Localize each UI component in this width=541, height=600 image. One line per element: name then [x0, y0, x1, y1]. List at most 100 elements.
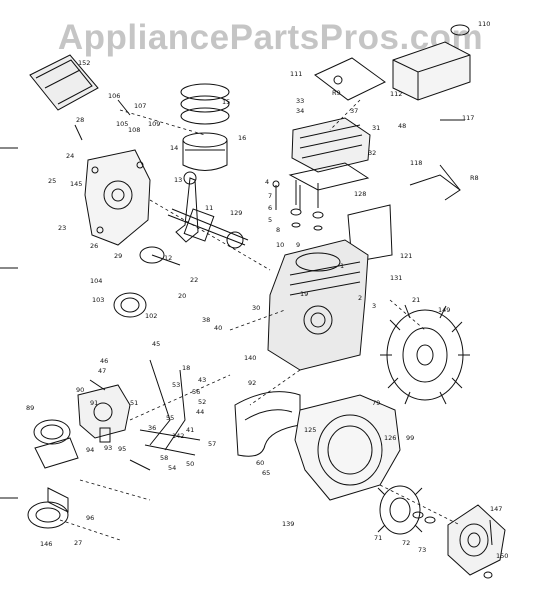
callout-21: 21 — [412, 296, 420, 304]
callout-13: 13 — [174, 176, 182, 184]
callout-45: 45 — [152, 340, 160, 348]
callout-41: 41 — [186, 426, 194, 434]
callout-65: 65 — [262, 469, 270, 477]
cylinder-head-part — [291, 117, 371, 173]
gear-cover-part — [234, 391, 301, 457]
callout-31: 31 — [372, 124, 380, 132]
governor-linkage-part — [139, 359, 201, 456]
callout-93: 93 — [104, 444, 112, 452]
callout-14: 14 — [170, 144, 178, 152]
washers-part — [412, 511, 493, 579]
callout-142: 142 — [172, 432, 184, 440]
connecting-rod-part — [175, 171, 199, 243]
callout-44: 44 — [196, 408, 204, 416]
callout-18: 18 — [182, 364, 190, 372]
callout-51: 51 — [130, 399, 138, 407]
dashed-leader-lines — [59, 99, 461, 541]
callout-52: 52 — [198, 398, 206, 406]
air-cleaner-plate-part — [34, 437, 79, 469]
callout-15: 15 — [222, 98, 230, 106]
callout-33: 33 — [296, 97, 304, 105]
callout-105: 105 — [116, 120, 128, 128]
callout-5: 5 — [268, 216, 272, 224]
callout-25: 25 — [48, 177, 56, 185]
air-filter-element-part — [27, 487, 69, 529]
callout-57: 57 — [208, 440, 216, 448]
callout-1: 1 — [340, 262, 344, 270]
callout-40: 40 — [214, 324, 222, 332]
carburetor-part — [77, 384, 131, 443]
callout-R8: R8 — [470, 174, 479, 182]
owners-manual-part — [29, 54, 99, 111]
piston-part — [182, 132, 228, 171]
callout-149: 149 — [438, 306, 450, 314]
muffler-bracket-part — [314, 57, 386, 101]
callout-24: 24 — [66, 152, 74, 160]
callout-11: 11 — [205, 204, 213, 212]
callout-55: 55 — [166, 414, 174, 422]
callout-89: 89 — [26, 404, 34, 412]
callout-20: 20 — [178, 292, 186, 300]
callout-118: 118 — [410, 159, 422, 167]
callout-107: 107 — [134, 102, 146, 110]
callout-26: 26 — [90, 242, 98, 250]
callout-91: 91 — [90, 399, 98, 407]
callout-53: 53 — [172, 381, 180, 389]
callout-72: 72 — [402, 539, 410, 547]
callout-29: 29 — [114, 252, 122, 260]
cam-gear-part — [139, 246, 181, 266]
callout-108: 108 — [128, 126, 140, 134]
callout-23: 23 — [58, 224, 66, 232]
callout-48: 48 — [398, 122, 406, 130]
callout-79: 79 — [372, 399, 380, 407]
callout-12: 12 — [164, 254, 172, 262]
muffler-part — [392, 24, 471, 101]
head-gasket-part — [288, 162, 370, 191]
callout-125: 125 — [304, 426, 316, 434]
bolts-part — [74, 99, 493, 546]
crankshaft-part — [167, 208, 249, 249]
callout-145: 145 — [70, 180, 82, 188]
crankcase-cover-part — [84, 149, 151, 246]
callout-34: 34 — [296, 107, 304, 115]
piston-rings-part — [180, 83, 230, 125]
callout-131: 131 — [390, 274, 402, 282]
callout-111: 111 — [290, 70, 302, 78]
callout-99: 99 — [406, 434, 414, 442]
callout-22: 22 — [190, 276, 198, 284]
callout-102: 102 — [145, 312, 157, 320]
callout-58: 58 — [160, 454, 168, 462]
callout-139: 139 — [282, 520, 294, 528]
callout-117: 117 — [462, 114, 474, 122]
callout-27: 27 — [74, 539, 82, 547]
recoil-starter-part — [447, 504, 506, 576]
air-cleaner-gasket-part — [33, 419, 71, 445]
callout-2: 2 — [358, 294, 362, 302]
callout-71: 71 — [374, 534, 382, 542]
callout-129: 129 — [230, 209, 242, 217]
callout-110: 110 — [478, 20, 490, 28]
callout-46: 46 — [100, 357, 108, 365]
callout-104: 104 — [90, 277, 102, 285]
callout-R9: R9 — [332, 89, 341, 97]
callout-50: 50 — [186, 460, 194, 468]
callout-109: 109 — [148, 120, 160, 128]
callout-147: 147 — [490, 505, 502, 513]
callout-56: 56 — [192, 388, 200, 396]
callout-37: 37 — [350, 107, 358, 115]
callout-94: 94 — [86, 446, 94, 454]
callout-112: 112 — [390, 90, 402, 98]
callout-32: 32 — [368, 149, 376, 157]
callout-9: 9 — [296, 241, 300, 249]
callout-6: 6 — [268, 204, 272, 212]
callout-4: 4 — [265, 178, 269, 186]
valves-part — [290, 180, 324, 231]
callout-16: 16 — [238, 134, 246, 142]
callout-103: 103 — [92, 296, 104, 304]
callout-7: 7 — [268, 192, 272, 200]
callout-73: 73 — [418, 546, 426, 554]
callout-146: 146 — [40, 540, 52, 548]
callout-140: 140 — [244, 354, 256, 362]
